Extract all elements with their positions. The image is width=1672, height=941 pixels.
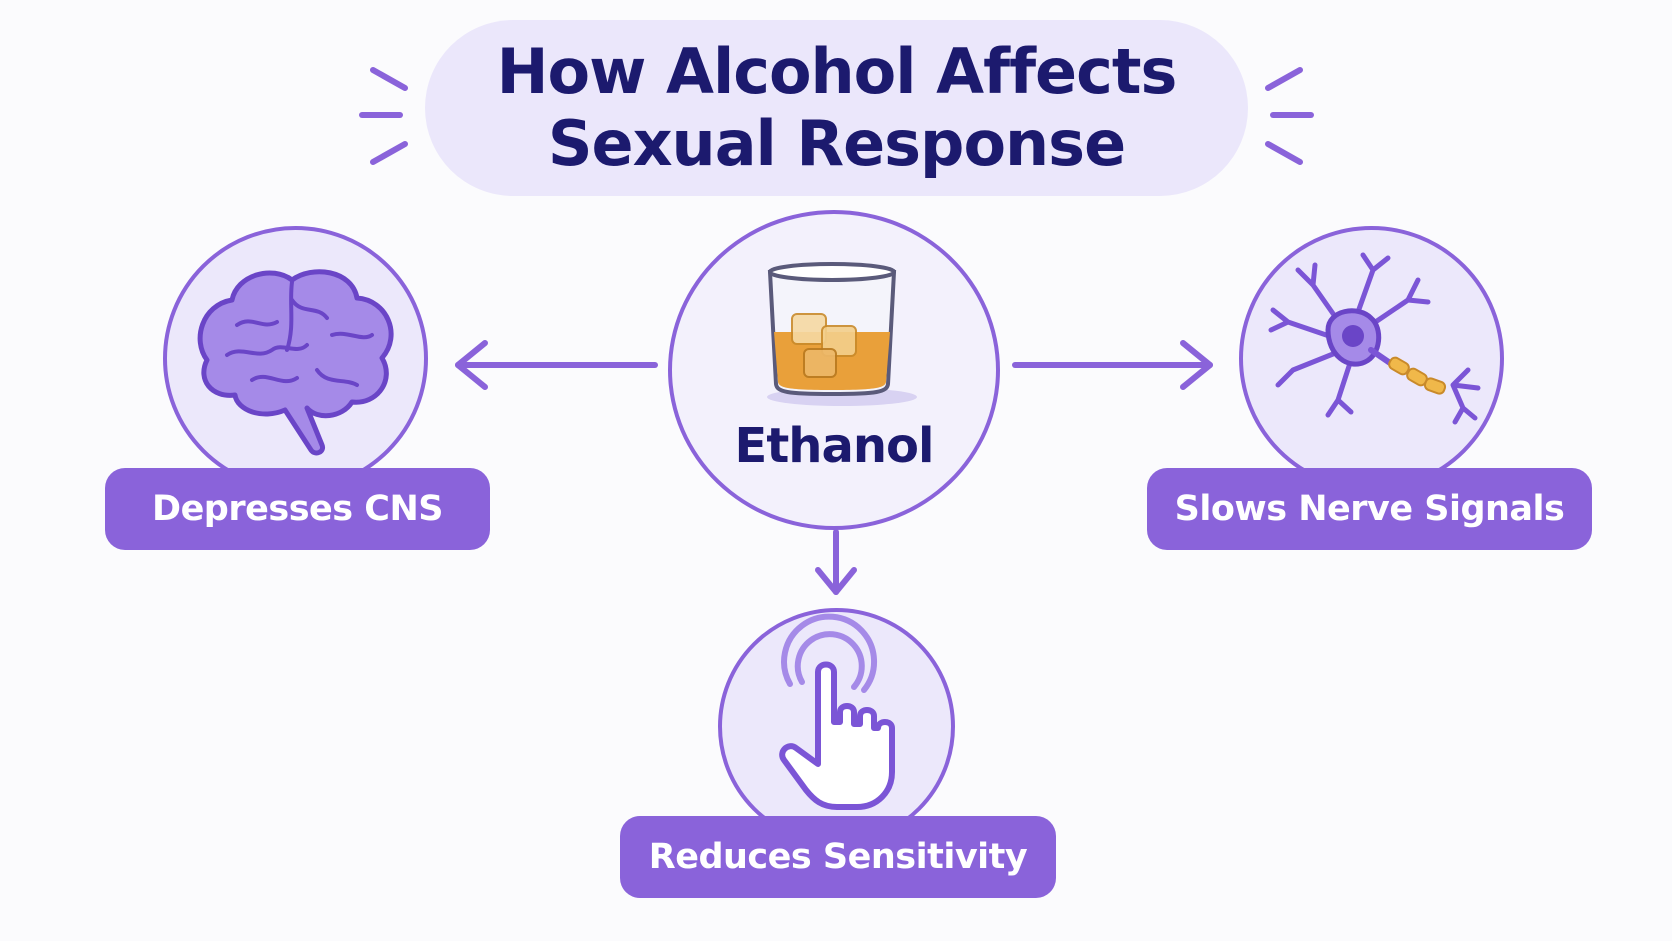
title-line-2: Sexual Response — [547, 107, 1126, 180]
arrow-to-brain — [455, 340, 658, 390]
touch-circle — [718, 608, 955, 845]
whiskey-glass-icon — [767, 262, 917, 406]
arrow-to-touch — [815, 529, 857, 595]
burst-lines-right — [1265, 67, 1314, 165]
title-banner: How Alcohol Affects Sexual Response — [425, 20, 1248, 196]
touch-hand-icon — [779, 613, 895, 810]
ethanol-circle — [668, 210, 1000, 530]
ethanol-label: Ethanol — [734, 418, 935, 474]
label-slows-nerve-signals: Slows Nerve Signals — [1147, 468, 1592, 550]
title-line-1: How Alcohol Affects — [496, 35, 1178, 108]
neuron-circle — [1239, 226, 1504, 491]
label-reduces-sensitivity: Reduces Sensitivity — [620, 816, 1056, 898]
burst-lines-left — [359, 67, 408, 165]
arrow-to-neuron — [1012, 340, 1213, 390]
label-depresses-cns: Depresses CNS — [105, 468, 490, 550]
neuron-icon — [1268, 252, 1481, 425]
brain-icon — [197, 269, 394, 456]
brain-circle — [163, 226, 428, 491]
